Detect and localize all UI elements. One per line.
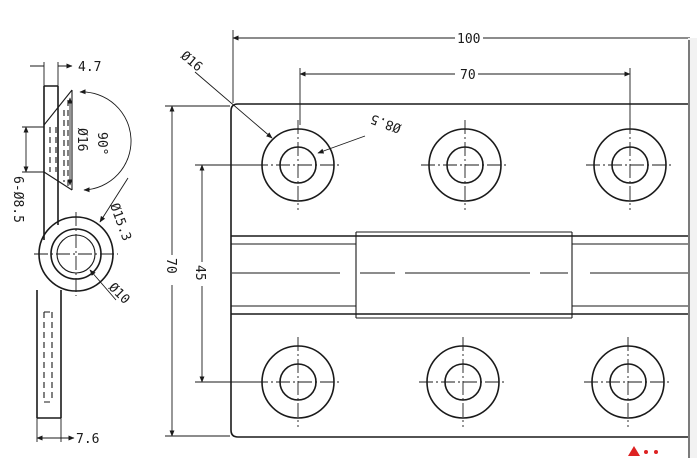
dim-thickness-top: 4.7: [78, 60, 101, 75]
dim-arc-90: [79, 89, 132, 193]
dim-ext-4-7: [43, 62, 59, 86]
hole-lower-left: [254, 337, 342, 427]
hole-upper-mid: [421, 120, 509, 210]
hole-upper-right: [586, 120, 674, 210]
dim-countersink-angle: 90°: [94, 132, 109, 155]
leader-hole: [317, 135, 366, 154]
dim-hole-spec: 6-Ø8.5: [10, 176, 25, 223]
leader-countersink: [194, 71, 273, 139]
side-leaf-lower: [36, 290, 62, 419]
page-edge-shadow: [688, 38, 697, 458]
dim-ext-hole: [22, 126, 44, 173]
dim-hole-dia: Ø8.5: [369, 111, 404, 136]
leader-pin: [89, 269, 117, 301]
side-view: 4.7 7.6 Ø16 90° 6-Ø8.5 Ø15.3 Ø10: [10, 60, 134, 447]
knuckle-band: [231, 235, 690, 315]
dim-hole-pitch-y: 45: [192, 265, 207, 281]
dim-overall-width: 100: [457, 32, 480, 47]
dim-countersink-dia-front: Ø16: [177, 49, 205, 76]
front-view: 100 70 70 45 Ø16 Ø8.5: [163, 30, 690, 437]
dim-hole-pitch-x: 70: [460, 68, 476, 83]
front-outline: [230, 103, 690, 438]
hole-lower-right: [584, 337, 672, 427]
dim-countersink-dia-side: Ø16: [74, 128, 89, 151]
dim-knuckle-outer-dia: Ø15.3: [106, 201, 133, 243]
dim-pin-dia: Ø10: [105, 280, 132, 307]
hole-lower-mid: [419, 337, 507, 427]
side-hidden-hole-lower: [43, 311, 53, 403]
side-leaf-upper: [43, 85, 59, 240]
corner-mark-icon: [628, 446, 658, 456]
dim-overall-height: 70: [163, 258, 178, 274]
knuckle-band-inner: [231, 231, 690, 319]
knuckle-centerline: [34, 212, 118, 296]
side-hidden-hole: [49, 100, 69, 188]
dim-thickness-bottom: 7.6: [76, 432, 99, 447]
leader-knuckle-outer: [99, 177, 129, 223]
